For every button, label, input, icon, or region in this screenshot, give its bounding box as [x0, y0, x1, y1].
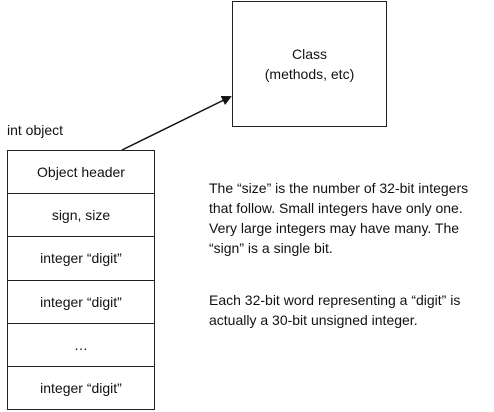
ellipsis-cell: … — [8, 324, 154, 367]
digit-explanation-note: Each 32-bit word representing a “digit” … — [209, 292, 461, 328]
int-object-stack: Object header sign, size integer “digit”… — [7, 150, 155, 410]
digit-cell: integer “digit” — [8, 237, 154, 281]
class-subtitle: (methods, etc) — [264, 66, 355, 82]
object-header-cell: Object header — [8, 151, 154, 195]
digit-cell: integer “digit” — [8, 281, 154, 324]
digit-cell: integer “digit” — [40, 379, 122, 396]
class-box: Class (methods, etc) — [232, 1, 387, 127]
size-explanation-note: The “size” is the number of 32-bit integ… — [209, 180, 469, 256]
int-object-label: int object — [7, 122, 64, 138]
class-title: Class — [291, 46, 327, 62]
sign-size-cell: sign, size — [8, 194, 154, 238]
